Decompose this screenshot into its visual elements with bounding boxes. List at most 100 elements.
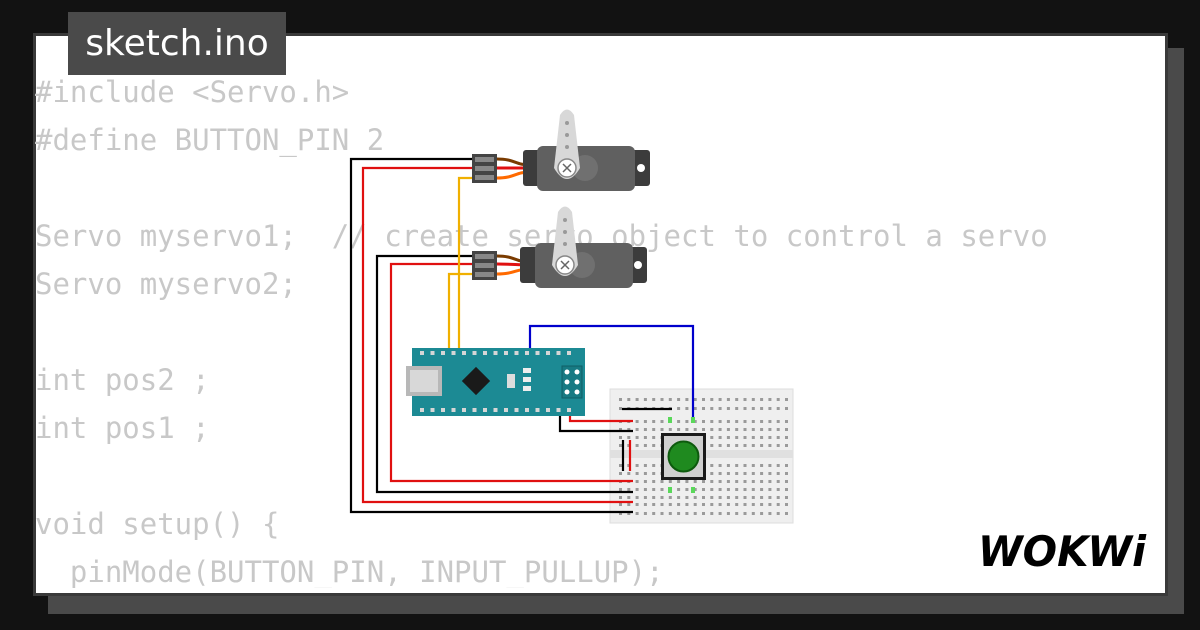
breadboard-hole [785, 480, 788, 483]
breadboard-hole [785, 428, 788, 431]
breadboard-hole [702, 420, 705, 423]
breadboard-hole [718, 428, 722, 431]
wokwi-logo-text: WOKWi [978, 527, 1147, 576]
breadboard-hole [760, 464, 764, 467]
breadboard-hole [743, 407, 747, 410]
breadboard-hole [785, 420, 788, 423]
breadboard-hole [710, 496, 714, 499]
header-pin [462, 408, 466, 412]
header-pin [556, 408, 561, 412]
breadboard-hole [652, 480, 656, 483]
breadboard-hole [760, 398, 764, 401]
header-pin [504, 408, 508, 412]
breadboard-hole [635, 420, 639, 423]
breadboard-hole [652, 496, 656, 499]
breadboard-hole [635, 428, 639, 431]
code-line: #include <Servo.h> [35, 75, 350, 109]
breadboard-hole [643, 428, 647, 431]
breadboard-hole [643, 398, 647, 401]
breadboard-hole [652, 436, 656, 439]
breadboard-hole [677, 503, 681, 506]
breadboard-hole [693, 480, 697, 483]
breadboard-hole [743, 428, 747, 431]
breadboard-hole [668, 398, 672, 401]
breadboard-hole [718, 512, 722, 515]
breadboard-hole [743, 480, 747, 483]
header-pin [441, 408, 445, 412]
breadboard-hole [768, 496, 772, 499]
breadboard-hole [768, 428, 772, 431]
breadboard-hole [710, 464, 714, 467]
file-tab[interactable]: sketch.ino [68, 12, 286, 75]
breadboard-hole [635, 472, 639, 475]
breadboard-hole [668, 428, 672, 431]
breadboard-hole [702, 480, 705, 483]
breadboard-hole [760, 436, 764, 439]
breadboard-hole [652, 512, 656, 515]
breadboard-hole [710, 444, 714, 447]
breadboard-hole [702, 428, 705, 431]
breadboard-hole [710, 420, 714, 423]
header-pin [493, 408, 498, 412]
breadboard-hole [726, 472, 730, 475]
breadboard-hole [627, 444, 631, 447]
breadboard-hole [668, 503, 672, 506]
breadboard-hole [693, 420, 697, 423]
breadboard-hole [643, 464, 647, 467]
breadboard-hole [760, 420, 764, 423]
breadboard-hole [785, 512, 788, 515]
breadboard-hole [702, 398, 705, 401]
breadboard-hole [619, 407, 622, 410]
breadboard-hole [635, 464, 639, 467]
breadboard-hole [619, 512, 622, 515]
wokwi-logo: WOKWi [978, 527, 1147, 576]
breadboard-hole [735, 444, 739, 447]
breadboard-hole [743, 472, 747, 475]
breadboard-hole [743, 496, 747, 499]
breadboard-hole [760, 472, 764, 475]
breadboard-hole [652, 464, 656, 467]
breadboard-hole [677, 512, 681, 515]
breadboard-hole [643, 512, 647, 515]
breadboard-hole [710, 398, 714, 401]
breadboard-hole [693, 496, 697, 499]
breadboard-hole [635, 503, 639, 506]
breadboard-hole [685, 480, 689, 483]
breadboard-hole [751, 503, 755, 506]
breadboard-hole [627, 428, 631, 431]
breadboard-hole [776, 464, 780, 467]
header-pin [430, 351, 435, 355]
breadboard-hole [785, 436, 788, 439]
breadboard-hole [760, 444, 764, 447]
breadboard-hole [643, 503, 647, 506]
breadboard-hole [643, 436, 647, 439]
breadboard-hole [677, 428, 681, 431]
breadboard-hole [660, 420, 664, 423]
breadboard-hole [619, 436, 622, 439]
breadboard-hole [627, 398, 631, 401]
breadboard-hole [785, 488, 788, 491]
breadboard-hole [652, 488, 656, 491]
breadboard-hole [635, 398, 639, 401]
header-pin [420, 408, 424, 412]
breadboard-hole [710, 480, 714, 483]
breadboard-hole [735, 428, 739, 431]
breadboard-hole [677, 480, 681, 483]
header-pin [525, 408, 529, 412]
breadboard-hole [735, 480, 739, 483]
breadboard-hole [776, 503, 780, 506]
breadboard-hole [735, 488, 739, 491]
breadboard-hole [776, 472, 780, 475]
code-line: int pos1 ; [35, 411, 210, 445]
breadboard-hole [735, 407, 739, 410]
breadboard-hole [619, 398, 622, 401]
breadboard-hole [718, 480, 722, 483]
breadboard-hole [677, 496, 681, 499]
breadboard-hole [668, 496, 672, 499]
breadboard-hole [710, 488, 714, 491]
arduino-nano-icon [406, 348, 585, 416]
breadboard-hole [735, 472, 739, 475]
breadboard-hole [776, 480, 780, 483]
breadboard-hole [785, 496, 788, 499]
